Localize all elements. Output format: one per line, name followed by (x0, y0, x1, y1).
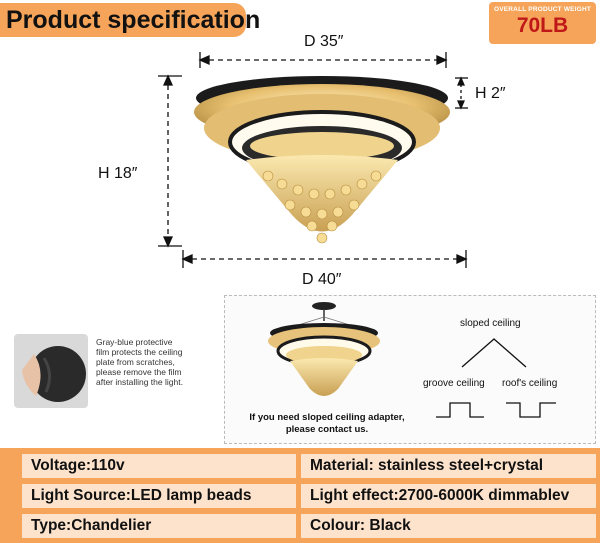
spec-light-source: Light Source:LED lamp beads (22, 484, 296, 508)
adapter-contact-note: If you need sloped ceiling adapter, plea… (232, 412, 422, 436)
film-note-line: after installing the light. (96, 377, 183, 387)
film-note-line: Gray-blue protective (96, 337, 173, 347)
spec-voltage: Voltage:110v (22, 454, 296, 478)
spec-type: Type:Chandelier (22, 514, 296, 538)
spec-colour: Colour: Black (301, 514, 596, 538)
ceiling-shapes (436, 338, 556, 418)
protective-film-photo (14, 334, 88, 408)
groove-ceiling-label: groove ceiling (423, 378, 485, 389)
weight-value: 70LB (516, 14, 569, 37)
weight-badge: OVERALL PRODUCT WEIGHT 70LB (489, 2, 596, 44)
spec-material: Material: stainless steel+crystal (301, 454, 596, 478)
page-title: Product specification (0, 3, 260, 37)
spec-light-effect: Light effect:2700-6000K dimmablev (301, 484, 596, 508)
plate-height-label: H 2″ (475, 85, 506, 102)
adapter-note-line: If you need sloped ceiling adapter, (249, 412, 405, 423)
film-note-line: film protects the ceiling (96, 347, 183, 357)
sloped-ceiling-label: sloped ceiling (460, 318, 521, 329)
top-diameter-label: D 35″ (304, 33, 344, 50)
chandelier-image (194, 76, 450, 244)
dimension-lines (158, 52, 468, 268)
adapter-diagram (268, 302, 556, 418)
height-label: H 18″ (98, 165, 138, 182)
spec-table: Voltage:110v Material: stainless steel+c… (0, 448, 600, 543)
chandelier-dimension-drawing (158, 52, 468, 268)
roof-ceiling-label: roof's ceiling (502, 378, 558, 389)
sloped-ceiling-adapter-panel (224, 295, 596, 444)
film-note-line: plate from scratches, (96, 357, 175, 367)
film-note-line: please remove the film (96, 367, 182, 377)
weight-label: OVERALL PRODUCT WEIGHT (493, 6, 592, 13)
film-note: Gray-blue protective film protects the c… (96, 337, 222, 387)
pendant-chandelier-image (268, 302, 380, 396)
bottom-diameter-label: D 40″ (302, 271, 342, 288)
adapter-note-line: please contact us. (285, 424, 369, 435)
